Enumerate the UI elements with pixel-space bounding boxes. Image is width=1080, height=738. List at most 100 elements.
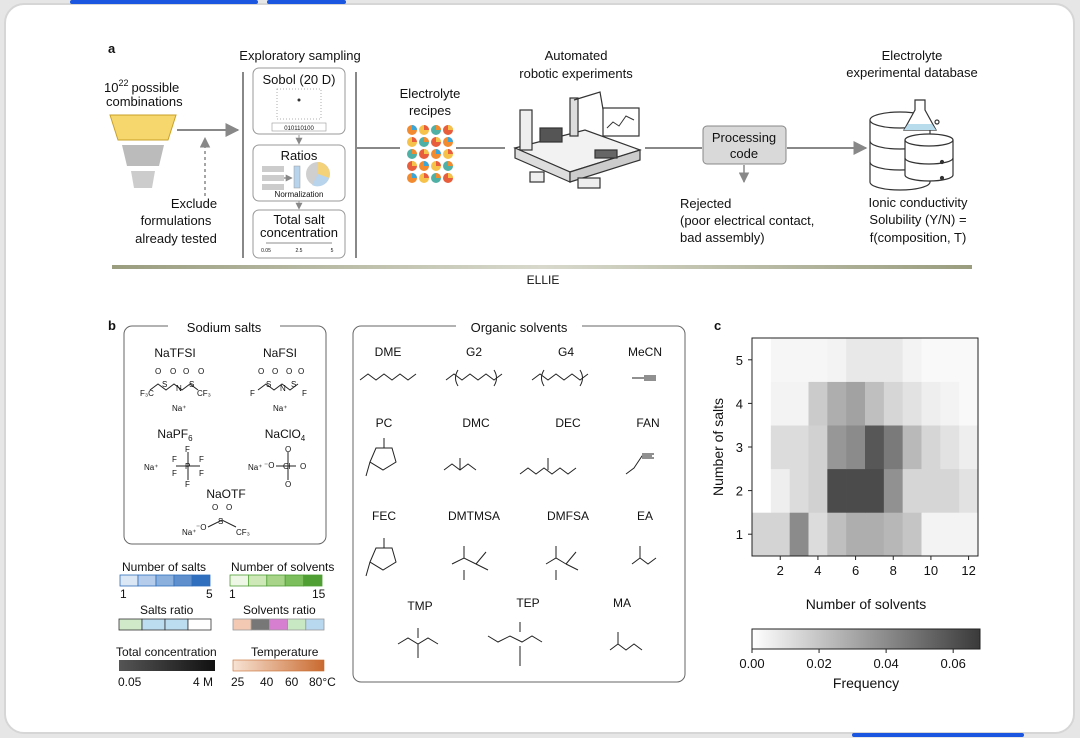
heatmap-cell bbox=[846, 338, 866, 382]
heatmap-cell bbox=[752, 338, 772, 382]
x-tick-label: 8 bbox=[890, 563, 897, 578]
legend-swatch bbox=[155, 574, 175, 587]
recipe-pie-slice bbox=[424, 125, 429, 130]
colorbar-tick-label: 0.02 bbox=[806, 656, 831, 671]
legend-swatch bbox=[141, 618, 166, 631]
ellie-bar bbox=[112, 265, 972, 269]
colorbar-tick-label: 0.06 bbox=[941, 656, 966, 671]
recipe-pie-slice bbox=[412, 137, 417, 142]
legend-swatch bbox=[187, 618, 212, 631]
heatmap-cell bbox=[865, 512, 885, 557]
heatmap-cell bbox=[940, 338, 960, 382]
legend-temp-tick-2: 40 bbox=[260, 675, 274, 689]
x-tick-label: 10 bbox=[924, 563, 938, 578]
y-tick-label: 1 bbox=[736, 527, 743, 542]
y-tick-label: 5 bbox=[736, 353, 743, 368]
legend-swatch bbox=[305, 618, 325, 631]
heatmap-cell bbox=[752, 512, 772, 557]
y-tick-label: 4 bbox=[736, 396, 743, 411]
recipe-pie-slice bbox=[448, 125, 453, 130]
heatmap-cell bbox=[921, 468, 941, 513]
svg-text:O: O bbox=[212, 503, 218, 512]
legend-num-solvents-max: 15 bbox=[312, 587, 326, 601]
legend-num-solvents-bar bbox=[229, 574, 323, 587]
solvent-mecn: MeCN bbox=[628, 345, 662, 359]
salt-conc-title-1: Total salt bbox=[273, 212, 325, 227]
legend-swatch bbox=[232, 618, 252, 631]
heatmap-cell bbox=[789, 381, 809, 426]
ellie-label: ELLIE bbox=[527, 273, 560, 287]
heatmap-cell bbox=[940, 512, 960, 557]
svg-text:N: N bbox=[176, 384, 182, 393]
rejected-line-1: Rejected bbox=[680, 196, 731, 211]
solvent-structures bbox=[359, 369, 657, 666]
svg-text:Na⁺: Na⁺ bbox=[182, 528, 196, 537]
legend-total-conc-bar bbox=[119, 660, 215, 671]
database-line-2: experimental database bbox=[846, 65, 978, 80]
y-tick-label: 2 bbox=[736, 484, 743, 499]
sobol-box: Sobol (20 D) 010110100 bbox=[252, 67, 346, 135]
exploratory-title: Exploratory sampling bbox=[239, 48, 360, 63]
solvent-ea: EA bbox=[637, 509, 653, 523]
heatmap-cell bbox=[827, 425, 847, 470]
database-icon bbox=[869, 99, 954, 191]
recipe-pie-slice bbox=[436, 149, 441, 154]
heatmap-cell bbox=[865, 468, 885, 513]
svg-text:F: F bbox=[185, 445, 190, 454]
heatmap-cell bbox=[959, 425, 979, 470]
svg-text:O: O bbox=[198, 367, 204, 376]
solvent-dmtmsa: DMTMSA bbox=[448, 509, 500, 523]
legend-total-conc-max: 4 M bbox=[193, 675, 213, 689]
svg-text:S: S bbox=[218, 517, 223, 526]
heatmap-cell bbox=[752, 381, 772, 426]
legend-swatch bbox=[266, 574, 286, 587]
organic-solvents-title: Organic solvents bbox=[471, 320, 568, 335]
salt-natfsi: NaTFSI bbox=[154, 346, 195, 360]
legend-num-salts-min: 1 bbox=[120, 587, 127, 601]
panel-a-label: a bbox=[108, 41, 116, 56]
solvent-fec: FEC bbox=[372, 509, 396, 523]
bottom-scroll-indicator bbox=[852, 733, 1024, 737]
legend-swatch bbox=[191, 574, 211, 587]
salt-naotf: NaOTF bbox=[206, 487, 245, 501]
heatmap-cell bbox=[827, 338, 847, 382]
recipe-pie-slice bbox=[412, 125, 417, 130]
recipes-line-1: Electrolyte bbox=[400, 86, 461, 101]
recipe-pie-slice bbox=[412, 161, 417, 166]
legend-swatch bbox=[268, 618, 288, 631]
top-tab-indicator-2 bbox=[267, 0, 346, 4]
output-line-2: Solubility (Y/N) = bbox=[869, 212, 966, 227]
heatmap-cell bbox=[940, 425, 960, 470]
heatmap-cell bbox=[808, 338, 828, 382]
solvent-dec: DEC bbox=[555, 416, 581, 430]
recipe-pie-slice bbox=[424, 137, 429, 142]
svg-text:CF₃: CF₃ bbox=[236, 528, 250, 537]
recipe-pie-slice bbox=[424, 173, 429, 178]
heatmap-cell bbox=[883, 512, 903, 557]
processing-code-box bbox=[702, 125, 787, 165]
solvent-tep: TEP bbox=[516, 596, 539, 610]
svg-text:F: F bbox=[250, 389, 255, 398]
heatmap-ylabel: Number of salts bbox=[710, 398, 726, 496]
database-line-1: Electrolyte bbox=[882, 48, 943, 63]
output-line-3: f(composition, T) bbox=[870, 230, 967, 245]
x-tick-label: 2 bbox=[777, 563, 784, 578]
recipe-pie-icons bbox=[407, 125, 453, 183]
svg-text:F: F bbox=[185, 480, 190, 489]
recipe-pie-slice bbox=[436, 137, 441, 142]
legend-temp-tick-3: 60 bbox=[285, 675, 299, 689]
legend-total-conc-min: 0.05 bbox=[118, 675, 142, 689]
svg-text:O: O bbox=[258, 367, 264, 376]
svg-text:O: O bbox=[272, 367, 278, 376]
svg-text:O: O bbox=[226, 503, 232, 512]
colorbar-tick-label: 0.04 bbox=[873, 656, 898, 671]
heatmap-cell bbox=[846, 381, 866, 426]
legend-total-conc-title: Total concentration bbox=[116, 645, 217, 659]
heatmap-cell bbox=[902, 381, 922, 426]
solvent-g4: G4 bbox=[558, 345, 574, 359]
salt-nafsi: NaFSI bbox=[263, 346, 297, 360]
legend-num-solvents-title: Number of solvents bbox=[231, 560, 334, 574]
solvent-dmc: DMC bbox=[462, 416, 490, 430]
